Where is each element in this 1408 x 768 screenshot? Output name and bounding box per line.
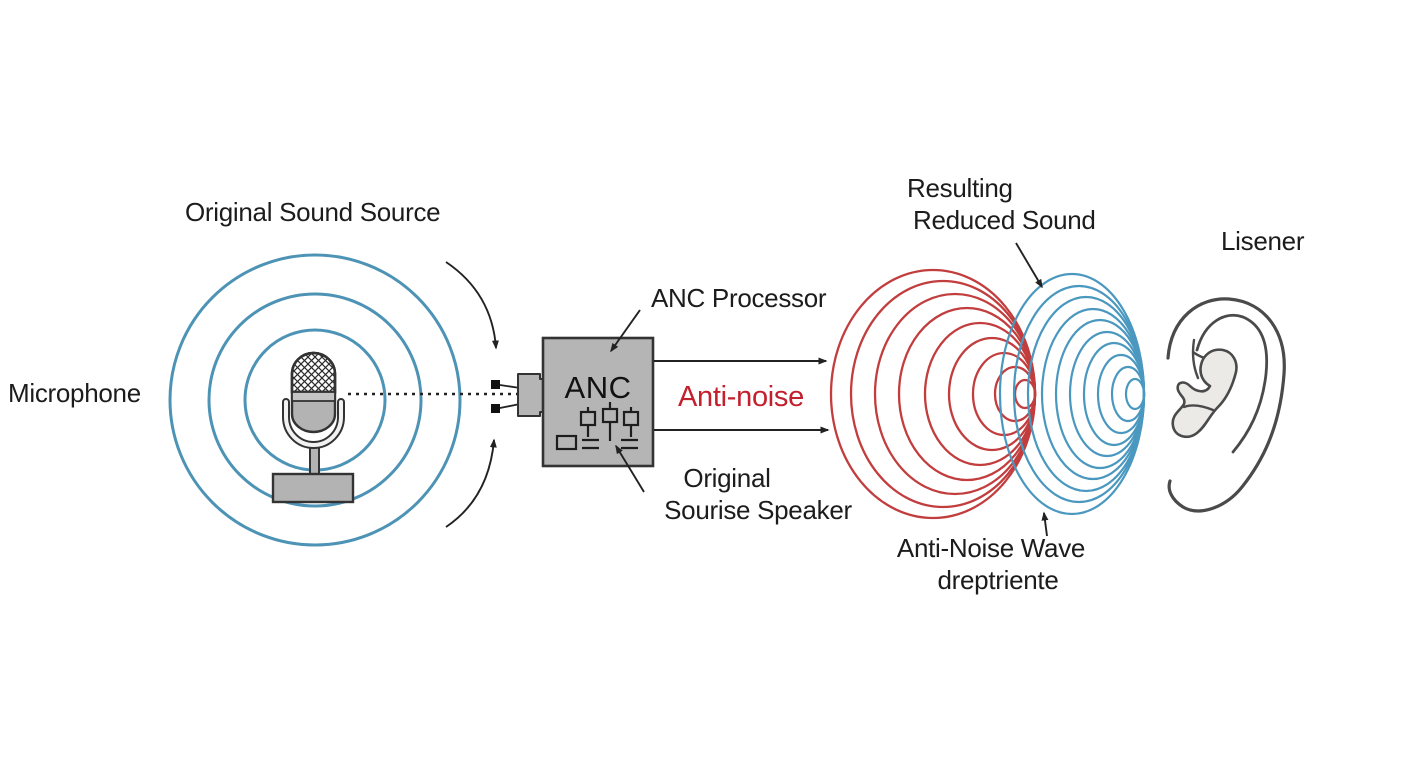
ear-inner-helix	[1195, 314, 1269, 454]
resulting-label-line2: Reduced Sound	[913, 205, 1096, 235]
anti-noise-wave-label-line1: Anti-Noise Wave	[897, 533, 1085, 563]
anc-processor-pointer-arrow	[610, 309, 641, 353]
wave-circle	[849, 279, 1037, 509]
mic-band	[291, 391, 336, 402]
original-sound-source-label: Original Sound Source	[185, 197, 440, 227]
ear-tragus-line	[1182, 404, 1215, 412]
ear-concha	[1171, 348, 1238, 439]
wave-circle	[1012, 284, 1146, 504]
processor-rect	[541, 336, 655, 468]
speaker-pointer-arrow	[615, 444, 645, 493]
anti-noise-wave-circles	[829, 268, 1037, 520]
anti-noise-output-arrows	[654, 357, 830, 434]
wave-circle	[1110, 365, 1146, 423]
speaker-label-line1: Original	[683, 463, 770, 493]
anc-processor-box: ANC	[517, 336, 655, 468]
wave-circle	[168, 253, 462, 547]
wave-circle	[1096, 353, 1146, 435]
capture-arrow-top	[445, 261, 499, 350]
anti-noise-label: Anti-noise	[678, 381, 804, 413]
mic-base	[271, 472, 355, 504]
ear-antihelix-ridge	[1191, 338, 1200, 380]
mic-signal-link	[348, 380, 521, 413]
wave-circle	[207, 292, 423, 508]
result-wave-circles	[998, 272, 1146, 516]
resulting-label-line1: Resulting	[907, 173, 1013, 203]
wave-circle	[1040, 307, 1146, 481]
microphone-label: Microphone	[8, 378, 141, 408]
microphone-icon	[271, 351, 355, 504]
wave-circle	[1082, 341, 1146, 447]
wave-circle	[829, 268, 1037, 520]
wave-circle	[998, 272, 1146, 516]
resulting-pointer-arrow	[1015, 242, 1043, 289]
ear-outer-helix	[1166, 297, 1286, 513]
ear-icon	[1166, 297, 1286, 513]
wave-circle	[971, 351, 1037, 437]
input-terminal-top	[491, 380, 500, 389]
input-wire-top	[499, 384, 521, 389]
anti-noise-wave-pointer-arrow	[1041, 511, 1049, 537]
wave-circle	[1013, 378, 1037, 410]
input-wire-bottom	[499, 403, 521, 409]
wave-circle	[923, 321, 1037, 467]
listener-label: Lisener	[1221, 226, 1305, 256]
input-terminal-bottom	[491, 404, 500, 413]
anti-noise-wave-label-line2: dreptriente	[938, 565, 1059, 595]
wave-circle	[1068, 330, 1146, 458]
anc-processor-label: ANC Processor	[651, 283, 827, 313]
wave-circle	[1124, 377, 1146, 411]
mic-grille-hatch	[290, 351, 337, 394]
speaker-label-line2: Sourise Speaker	[664, 495, 852, 525]
capture-arrow-bottom	[445, 438, 497, 528]
mic-cradle-inner	[284, 400, 343, 447]
equalizer-faders-icon	[555, 402, 640, 451]
capture-arrows	[445, 261, 499, 528]
anc-chip-text: ANC	[565, 370, 632, 405]
